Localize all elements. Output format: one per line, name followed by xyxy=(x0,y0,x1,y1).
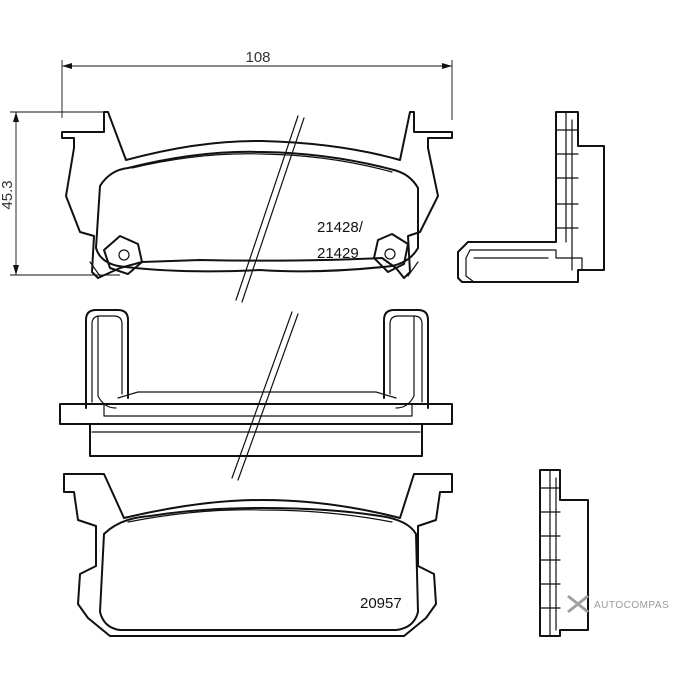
break-lines xyxy=(231,115,305,481)
upper-part-number-line2: 21429 xyxy=(317,245,359,262)
lower-side-view xyxy=(539,469,589,637)
watermark-logo-icon xyxy=(567,594,589,614)
upper-side-view xyxy=(457,111,605,283)
height-dimension: 45.3 xyxy=(0,111,120,276)
anti-rattle-clip xyxy=(59,309,453,457)
upper-part-number-line1: 21428/ xyxy=(317,219,364,236)
lower-brake-pad: 20957 xyxy=(63,473,453,637)
width-dimension-label: 108 xyxy=(245,49,270,66)
height-dimension-label: 45.3 xyxy=(0,180,16,209)
width-dimension: 108 xyxy=(61,49,453,120)
upper-brake-pad: 21428/ 21429 xyxy=(61,111,453,279)
watermark: AUTOCOMPAS xyxy=(567,594,669,614)
watermark-text: AUTOCOMPAS xyxy=(594,600,669,611)
lower-part-number: 20957 xyxy=(360,595,402,612)
